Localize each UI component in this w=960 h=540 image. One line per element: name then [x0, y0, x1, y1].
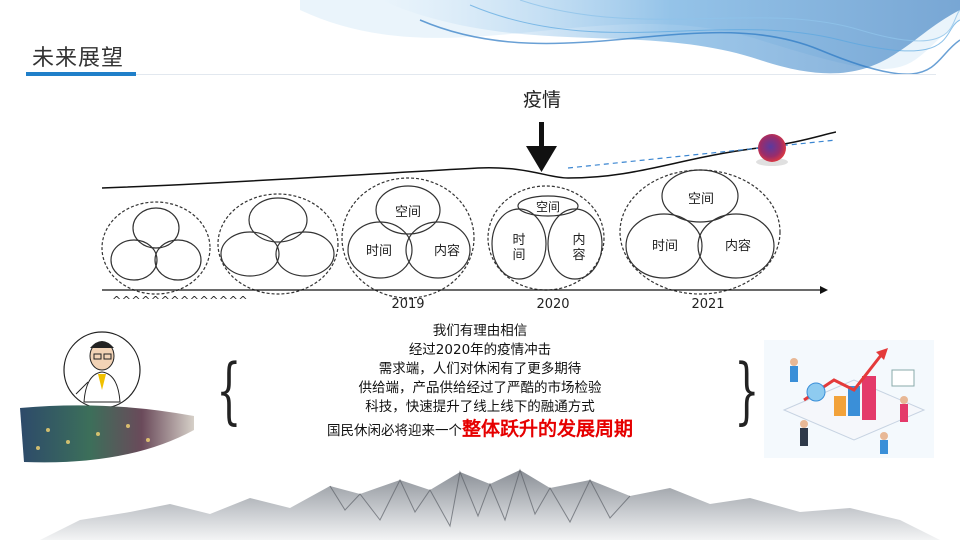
- quote-line-1: 我们有理由相信: [432, 323, 528, 339]
- bar-chart-icon: [834, 376, 876, 420]
- year-2020: 2020: [536, 297, 569, 312]
- city-scene: [20, 405, 194, 463]
- quote-line-5: 科技，快速提升了线上线下的融通方式: [365, 399, 595, 415]
- event-label: 疫情: [523, 89, 561, 111]
- title-underline: [26, 72, 136, 76]
- quote-block: 我们有理由相信 经过2020年的疫情冲击 需求端，人们对休闲有了更多期待 供给端…: [232, 322, 728, 441]
- quote-line-4: 供给端，产品供给经过了严酷的市场检验: [358, 380, 602, 396]
- label-2020-time-1: 时: [512, 233, 525, 248]
- early-marks: ^^^^^^^^^^^^^^: [112, 294, 248, 307]
- circle-group-2020: [487, 185, 605, 291]
- label-2019-content: 内容: [434, 243, 460, 259]
- person-city-illustration: [20, 331, 194, 463]
- trend-marker-icon: [756, 134, 788, 166]
- label-2021-space: 空间: [688, 192, 714, 207]
- circle-group-early-2: [217, 193, 339, 295]
- label-2021-time: 时间: [652, 239, 678, 254]
- quote-highlight: 整体跃升的发展周期: [461, 418, 633, 440]
- quote-line-3: 需求端，人们对休闲有了更多期待: [378, 361, 582, 377]
- trend-curve: [101, 131, 836, 189]
- mountain-range-decoration: [40, 468, 940, 540]
- circle-group-early-1: [101, 201, 211, 295]
- label-2020-content-2: 容: [572, 247, 585, 263]
- down-arrow-icon: [526, 122, 557, 172]
- trend-dashed-line: [567, 139, 836, 169]
- circle-group-2019: [341, 177, 475, 299]
- label-2020-space: 空间: [536, 200, 560, 214]
- label-2020-content-1: 内: [572, 232, 585, 248]
- table-icon: [891, 369, 915, 387]
- label-2020-time-2: 间: [512, 248, 525, 263]
- left-brace: {: [216, 348, 242, 432]
- pie-chart-icon: [806, 382, 826, 402]
- page-title: 未来展望: [32, 46, 125, 71]
- analytics-illustration: [764, 340, 934, 458]
- person-icon: [63, 331, 141, 409]
- year-2021: 2021: [691, 297, 724, 312]
- label-2019-space: 空间: [395, 205, 421, 220]
- label-2019-time: 时间: [366, 244, 392, 259]
- year-2019: 2019: [391, 297, 424, 312]
- circle-group-2021: [619, 169, 781, 295]
- right-brace: }: [734, 348, 760, 432]
- quote-conclusion-prefix: 国民休闲必将迎来一个: [326, 423, 462, 439]
- quote-conclusion: 国民休闲必将迎来一个整体跃升的发展周期: [232, 420, 728, 441]
- header-wave-decoration: [300, 0, 960, 75]
- axis-arrow-icon: [820, 286, 828, 294]
- label-2021-content: 内容: [725, 238, 751, 254]
- timeline-diagram: 疫情 空间 时间 内容: [98, 88, 836, 316]
- title-divider: [136, 74, 936, 75]
- people-icons: [790, 358, 908, 454]
- quote-line-2: 经过2020年的疫情冲击: [408, 342, 552, 358]
